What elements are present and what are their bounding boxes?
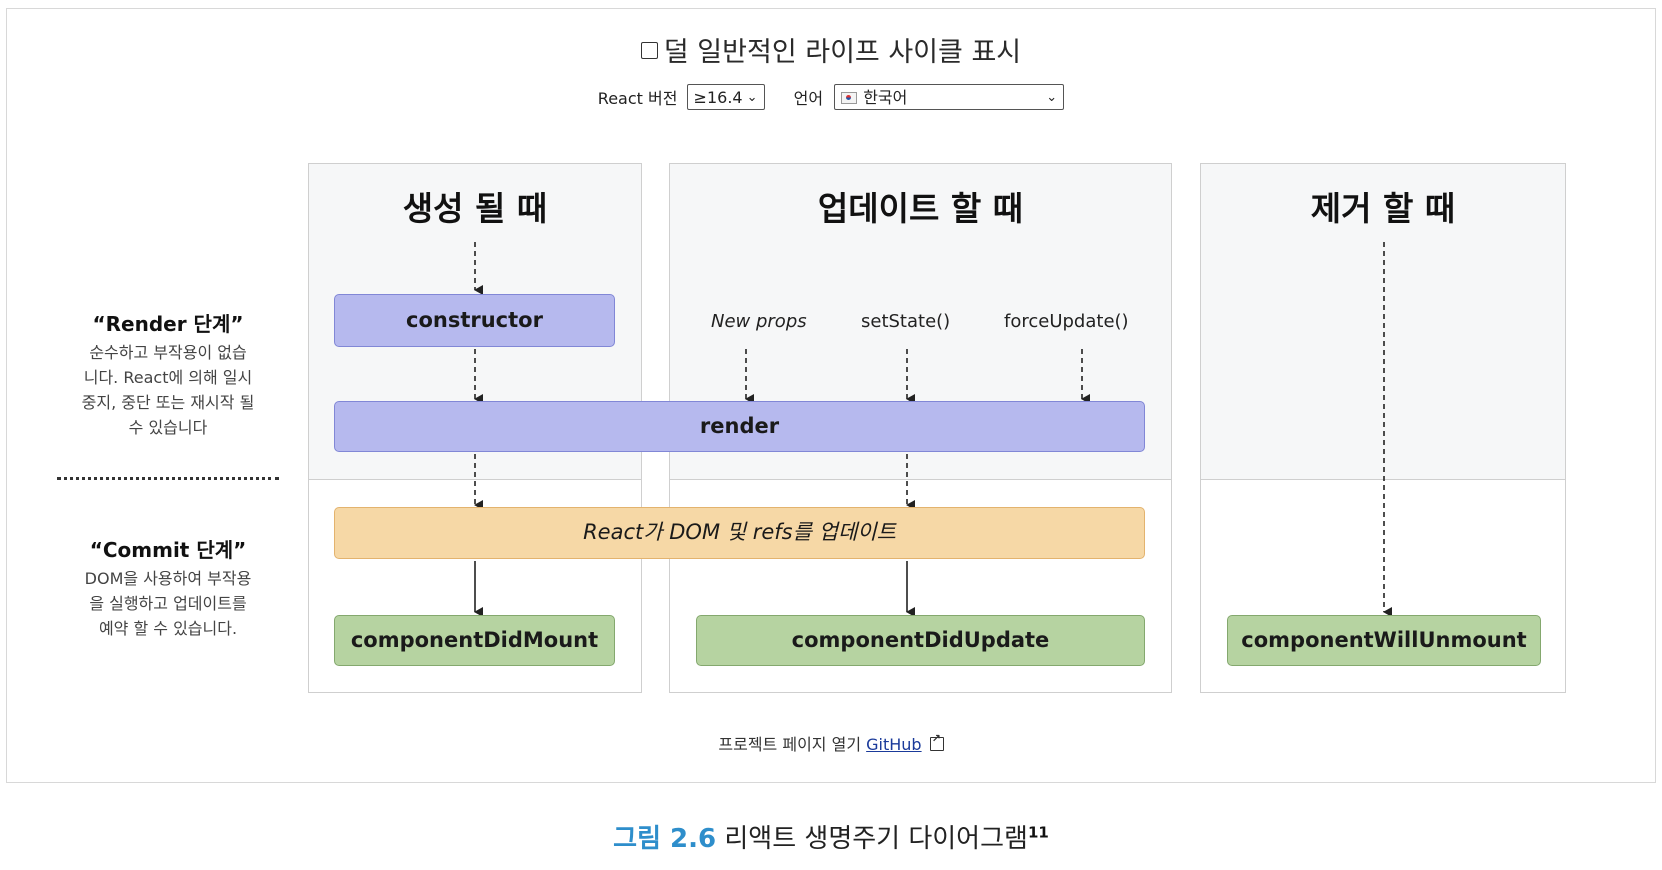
component-will-unmount-box: componentWillUnmount bbox=[1227, 615, 1541, 666]
lifecycle-toggle[interactable]: 덜 일반적인 라이프 사이클 표시 bbox=[0, 30, 1662, 69]
language-select[interactable]: 한국어 ⌄ bbox=[834, 84, 1065, 110]
render-phase-description: 순수하고 부작용이 없습 니다. React에 의해 일시 중지, 중단 또는 … bbox=[57, 340, 279, 440]
flag-icon bbox=[841, 92, 858, 104]
render-desc-line: 중지, 중단 또는 재시작 될 bbox=[81, 393, 255, 412]
project-footer: 프로젝트 페이지 열기 GitHub bbox=[0, 731, 1662, 755]
constructor-box: constructor bbox=[334, 294, 615, 347]
figure-caption: 그림 2.6 리액트 생명주기 다이어그램11 bbox=[0, 818, 1662, 855]
setstate-trigger: setState() bbox=[861, 311, 951, 332]
commit-desc-line: 예약 할 수 있습니다. bbox=[98, 619, 238, 638]
forceupdate-trigger: forceUpdate() bbox=[1004, 311, 1129, 332]
unmount-column: 제거 할 때 bbox=[1200, 163, 1566, 693]
react-version-label: React 버전 bbox=[597, 89, 678, 108]
figure-number: 그림 2.6 bbox=[613, 824, 717, 854]
checkbox-icon[interactable] bbox=[640, 42, 658, 59]
github-link[interactable]: GitHub bbox=[866, 735, 922, 754]
react-version-value: ≥16.4 bbox=[693, 88, 743, 107]
react-version-select[interactable]: ≥16.4 ⌄ bbox=[686, 84, 765, 110]
language-value: 한국어 bbox=[863, 88, 908, 107]
unmount-column-title: 제거 할 때 bbox=[1310, 189, 1456, 228]
chevron-down-icon: ⌄ bbox=[1046, 90, 1058, 105]
new-props-trigger: New props bbox=[711, 311, 807, 332]
external-link-icon bbox=[929, 732, 944, 751]
commit-desc-line: DOM을 사용하여 부작용 bbox=[84, 569, 252, 588]
component-did-mount-box: componentDidMount bbox=[334, 615, 615, 666]
commit-phase-title: “Commit 단계” bbox=[89, 538, 247, 562]
render-desc-line: 수 있습니다 bbox=[128, 418, 208, 437]
render-desc-line: 순수하고 부작용이 없습 bbox=[89, 343, 247, 362]
commit-phase-description: DOM을 사용하여 부작용 을 실행하고 업데이트를 예약 할 수 있습니다. bbox=[57, 566, 279, 641]
render-box: render bbox=[334, 401, 1145, 452]
mount-column-title: 생성 될 때 bbox=[402, 189, 548, 228]
toggle-label: 덜 일반적인 라이프 사이클 표시 bbox=[663, 37, 1022, 68]
language-label: 언어 bbox=[793, 89, 824, 108]
component-did-update-box: componentDidUpdate bbox=[696, 615, 1145, 666]
update-column-title: 업데이트 할 때 bbox=[817, 189, 1024, 228]
footer-text: 프로젝트 페이지 열기 bbox=[718, 735, 862, 754]
dom-update-box: React가 DOM 및 refs를 업데이트 bbox=[334, 507, 1145, 559]
chevron-down-icon: ⌄ bbox=[746, 90, 758, 105]
render-phase-title: “Render 단계” bbox=[92, 312, 244, 336]
controls-bar: React 버전 ≥16.4 ⌄ 언어 한국어 ⌄ bbox=[0, 84, 1662, 110]
caption-text: 리액트 생명주기 다이어그램 bbox=[724, 824, 1028, 854]
commit-desc-line: 을 실행하고 업데이트를 bbox=[89, 594, 247, 613]
footnote-marker: 11 bbox=[1027, 823, 1049, 842]
phase-divider bbox=[57, 477, 279, 480]
render-desc-line: 니다. React에 의해 일시 bbox=[83, 368, 253, 387]
